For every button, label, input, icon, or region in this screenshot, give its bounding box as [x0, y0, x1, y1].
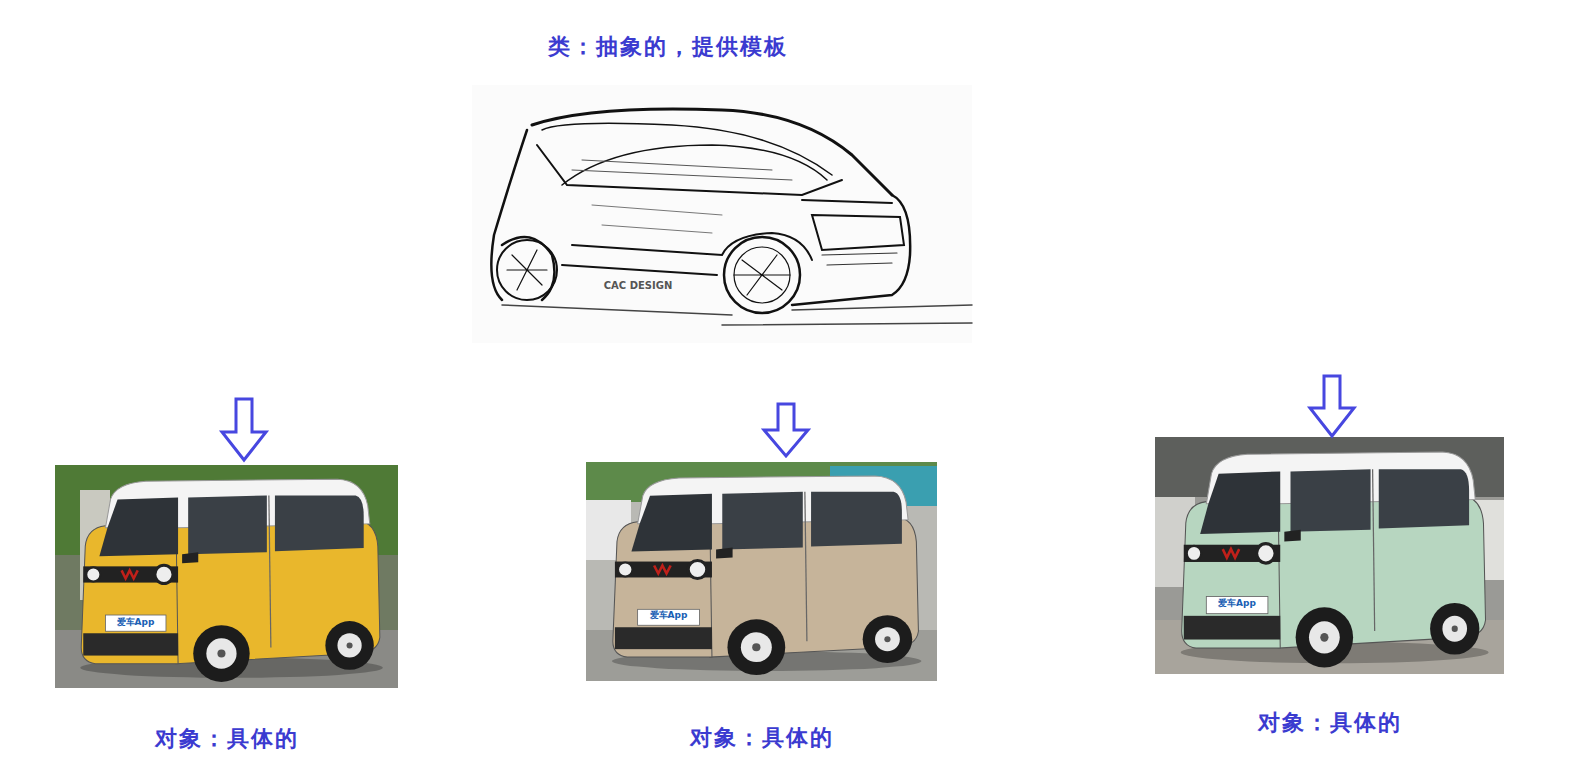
plate-watermark: 爱车App — [638, 609, 699, 622]
down-arrow — [222, 399, 266, 460]
object-caption: 对象：具体的 — [1155, 708, 1504, 738]
plate-watermark: 爱车App — [1206, 597, 1268, 610]
object-instance: 对象：具体的 — [586, 462, 937, 752]
design-watermark: CAC DESIGN — [588, 280, 688, 291]
class-heading: 类：抽象的，提供模板 — [472, 32, 972, 62]
object-instance: 对象：具体的 — [55, 465, 398, 755]
plate-watermark: 爱车App — [105, 616, 166, 629]
car-photo — [1155, 437, 1504, 674]
object-instance: 对象：具体的 — [1155, 437, 1504, 737]
class-template: 类：抽象的，提供模板 — [472, 28, 972, 343]
object-caption: 对象：具体的 — [55, 724, 398, 754]
car-sketch — [472, 85, 972, 343]
object-caption: 对象：具体的 — [586, 723, 937, 753]
down-arrow — [764, 404, 808, 456]
down-arrow — [1310, 376, 1354, 436]
car-photo — [55, 465, 398, 688]
car-photo — [586, 462, 937, 681]
